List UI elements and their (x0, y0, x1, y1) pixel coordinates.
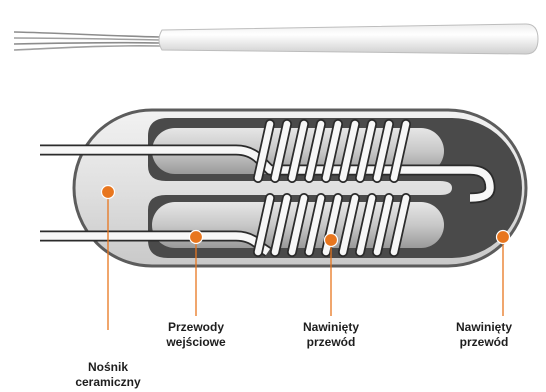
lead-wires (14, 32, 160, 50)
label-input-wires-line1: Przewody (136, 320, 256, 335)
coil-inner-marker (325, 234, 338, 247)
upper-coil (258, 124, 406, 178)
coil-outer-marker (497, 231, 510, 244)
label-ceramic-line1: Nośnik (48, 360, 168, 375)
cartridge-external-view (14, 24, 538, 54)
label-input-wires: Przewody wejściowe (136, 320, 256, 350)
label-coil-outer: Nawinięty przewód (424, 320, 544, 350)
label-coil-inner-line1: Nawinięty (271, 320, 391, 335)
input-wires-marker (190, 231, 203, 244)
label-coil-inner-line2: przewód (271, 335, 391, 350)
label-input-wires-line2: wejściowe (136, 335, 256, 350)
label-ceramic-line2: ceramiczny (48, 375, 168, 390)
label-coil-inner: Nawinięty przewód (271, 320, 391, 350)
ceramic-marker (102, 186, 115, 199)
label-coil-outer-line1: Nawinięty (424, 320, 544, 335)
label-ceramic: Nośnik ceramiczny (48, 360, 168, 390)
ceramic-rod (159, 24, 538, 54)
label-coil-outer-line2: przewód (424, 335, 544, 350)
